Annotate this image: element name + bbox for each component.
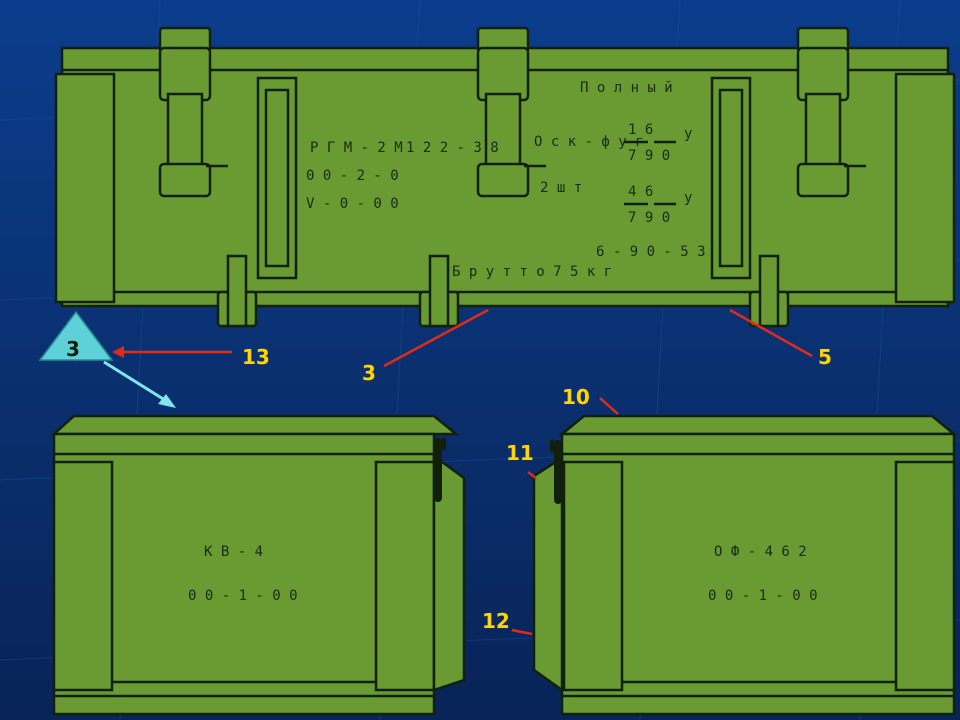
top-box-right-end: [894, 72, 956, 304]
leader-12: [511, 628, 533, 636]
callout-12: 12: [482, 609, 510, 633]
leader-lines: [383, 308, 813, 636]
view-direction-arrow: [103, 360, 176, 408]
left-bottom-box: К В - 4 0 0 - 1 - 0 0: [50, 414, 466, 716]
triangle-label: 3: [66, 337, 80, 361]
right-bottom-box: О Ф - 4 6 2 0 0 - 1 - 0 0: [532, 414, 958, 716]
label-full: П о л н ы й: [580, 80, 673, 96]
frac2-unit: у: [684, 190, 692, 206]
right-box-line1: О Ф - 4 6 2: [714, 544, 807, 560]
leader-10: [599, 397, 619, 415]
view-triangle-marker: 3: [38, 310, 114, 361]
frac1-unit: у: [684, 126, 692, 142]
frac1-numerator: 1 6: [628, 122, 653, 138]
label-code1: 0 0 - 2 - 0: [306, 168, 399, 184]
callout-5: 5: [818, 345, 832, 369]
pointer-13-arrow: [112, 346, 232, 358]
label-osk: О с к - ф у г: [534, 134, 644, 150]
left-box-line1: К В - 4: [204, 544, 263, 560]
frac2-denominator: 7 9 0: [628, 210, 670, 226]
top-box-left-handle: [256, 76, 298, 280]
callout-13: 13: [242, 345, 270, 369]
latch-right: [796, 26, 866, 198]
top-ammo-box: П о л н ы й Р Г М - 2 М 1 2 2 - 3 8 0 0 …: [54, 26, 956, 328]
label-rgm: Р Г М - 2 М: [310, 140, 403, 156]
label-caliber: 1 2 2 - 3 8: [406, 140, 499, 156]
label-code2: V - 0 - 0 0: [306, 196, 399, 212]
callout-10: 10: [562, 385, 590, 409]
leader-11: [527, 471, 537, 479]
left-box-clasp: [434, 438, 446, 502]
latch-center: [476, 26, 546, 198]
callout-3: 3: [362, 361, 376, 385]
frac2-numerator: 4 6: [628, 184, 653, 200]
latch-left: [158, 26, 228, 198]
top-box-right-handle: [710, 76, 752, 280]
right-box-line2: 0 0 - 1 - 0 0: [708, 588, 818, 604]
leader-5: [729, 308, 813, 358]
label-brutto: Б р у т т о 7 5 к г: [452, 264, 612, 280]
callout-11: 11: [506, 441, 534, 465]
label-lot: 6 - 9 0 - 5 3: [596, 244, 706, 260]
left-box-line2: 0 0 - 1 - 0 0: [188, 588, 298, 604]
leader-3: [383, 308, 489, 368]
top-box-feet: [216, 254, 790, 328]
right-box-clasp: [550, 440, 562, 504]
top-box-left-end: [54, 72, 116, 304]
frac1-denominator: 7 9 0: [628, 148, 670, 164]
label-count: 2 ш т: [540, 180, 582, 196]
